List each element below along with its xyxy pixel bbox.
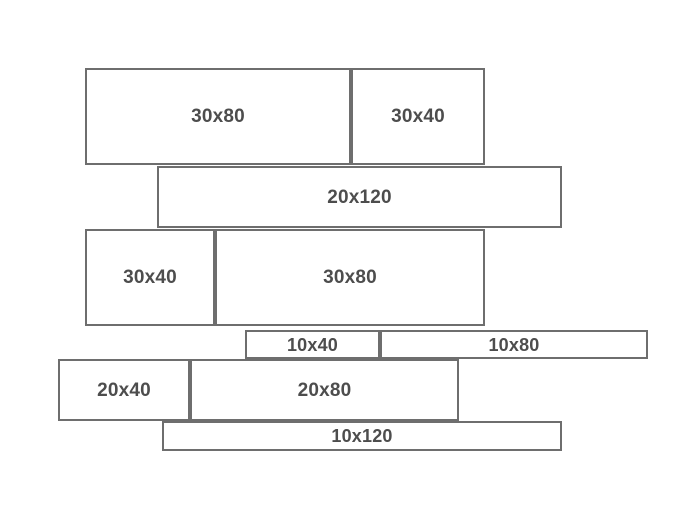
block-label: 30x80 [323, 267, 377, 288]
block-row3-1[interactable]: 30x40 [85, 229, 215, 326]
block-row6-1[interactable]: 10x120 [162, 421, 562, 451]
block-label: 20x80 [297, 379, 352, 401]
block-row5-2[interactable]: 20x80 [190, 359, 459, 421]
block-row5-1[interactable]: 20x40 [58, 359, 190, 421]
block-label: 20x120 [327, 186, 392, 208]
block-row4-2[interactable]: 10x80 [380, 330, 648, 359]
block-label: 30x40 [123, 267, 177, 288]
block-row2-1[interactable]: 20x120 [157, 166, 562, 228]
block-label: 20x40 [97, 379, 151, 401]
block-label: 30x40 [391, 106, 445, 127]
block-label: 10x120 [331, 426, 393, 446]
block-row3-2[interactable]: 30x80 [215, 229, 485, 326]
block-row1-2[interactable]: 30x40 [351, 68, 485, 165]
block-row1-1[interactable]: 30x80 [85, 68, 351, 165]
block-label: 30x80 [191, 106, 245, 127]
block-label: 10x80 [488, 334, 540, 355]
block-label: 10x40 [286, 334, 339, 355]
block-row4-1[interactable]: 10x40 [245, 330, 380, 359]
